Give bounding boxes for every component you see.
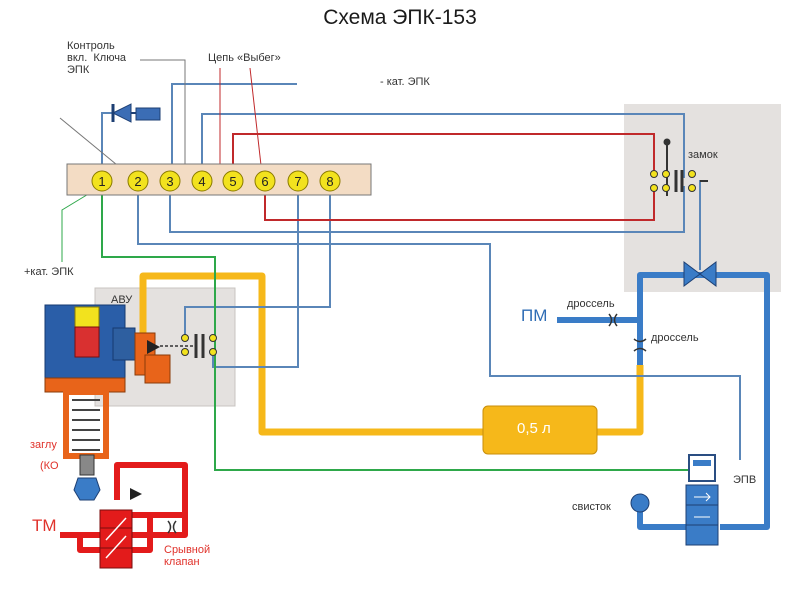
cat-minus-label: - кат. ЭПК xyxy=(380,76,430,88)
avu-label: АВУ xyxy=(111,294,133,306)
terminal-circle xyxy=(222,170,244,192)
plug-label: заглу xyxy=(30,439,57,451)
wire-t4-lock xyxy=(201,113,685,181)
reservoir-label: 0,5 л xyxy=(517,420,551,437)
wire-t5-lock xyxy=(232,133,655,181)
blue-pipe-main xyxy=(637,272,770,530)
terminal-circle xyxy=(319,170,341,192)
terminal-1: 1 xyxy=(91,170,113,192)
terminal-8: 8 xyxy=(319,170,341,192)
terminal-7: 7 xyxy=(287,170,309,192)
terminal-circle xyxy=(91,170,113,192)
red-pipe xyxy=(60,462,188,538)
terminal-number: 1 xyxy=(98,174,105,189)
epk-valve-body xyxy=(44,304,171,501)
avu-contacts xyxy=(160,334,217,358)
throttle-2-label: дроссель xyxy=(651,332,699,344)
throttle-1-icon xyxy=(608,313,618,327)
diode-icon xyxy=(111,103,161,123)
cat-plus-label: +кат. ЭПК xyxy=(24,266,74,278)
terminal-2: 2 xyxy=(127,170,149,192)
wire-t6-lock xyxy=(264,188,655,221)
wire-t3-label xyxy=(171,83,297,181)
lock-contacts xyxy=(650,138,708,196)
terminal-circle xyxy=(191,170,213,192)
pm-label: ПМ xyxy=(521,306,548,325)
ko-label: (КО xyxy=(40,460,59,472)
whistle-icon xyxy=(630,493,650,513)
terminal-number: 5 xyxy=(229,174,236,189)
whistle-label: свисток xyxy=(572,501,611,513)
epv-label: ЭПВ xyxy=(733,474,757,486)
throttle-2-icon xyxy=(633,338,647,352)
lock-panel xyxy=(624,104,781,292)
wire-t3-lock xyxy=(169,181,685,233)
terminal-3: 3 xyxy=(159,170,181,192)
terminal-circle xyxy=(159,170,181,192)
tm-label: ТМ xyxy=(32,516,57,535)
breakaway-valve-label: Срывной клапан xyxy=(164,544,211,568)
gate-valve-icon xyxy=(683,261,717,287)
terminal-number: 7 xyxy=(294,174,301,189)
terminal-circle xyxy=(127,170,149,192)
reservoir-box xyxy=(482,405,598,455)
breakaway-valve-icon xyxy=(99,488,142,569)
terminal-number: 8 xyxy=(326,174,333,189)
throttle-3-icon xyxy=(167,520,177,534)
throttle-1-label: дроссель xyxy=(567,298,615,310)
page-title: Схема ЭПК-153 xyxy=(323,6,477,29)
epv-valve-icon xyxy=(685,454,719,546)
terminal-5: 5 xyxy=(222,170,244,192)
red-pipe-lower xyxy=(77,512,185,553)
wire-t7-avu xyxy=(212,194,299,368)
terminal-circle xyxy=(287,170,309,192)
circuit-run-label: Цепь «Выбег» xyxy=(208,52,281,64)
control-key-label: Контроль вкл. Ключа ЭПК xyxy=(67,40,127,76)
terminal-6: 6 xyxy=(254,170,276,192)
blue-pipe-whistle xyxy=(637,512,686,530)
terminal-number: 4 xyxy=(198,174,205,189)
lock-label: замок xyxy=(688,149,718,161)
terminal-number: 6 xyxy=(261,174,268,189)
terminal-number: 2 xyxy=(134,174,141,189)
wire-t8-avu xyxy=(184,194,331,338)
leader-cat-plus xyxy=(61,189,96,262)
terminal-number: 3 xyxy=(166,174,173,189)
wire-t2 xyxy=(137,194,741,460)
wire-green xyxy=(101,194,690,471)
wire-t1-diode xyxy=(101,112,113,181)
terminal-circle xyxy=(254,170,276,192)
terminal-4: 4 xyxy=(191,170,213,192)
leader-run-2 xyxy=(249,67,263,175)
